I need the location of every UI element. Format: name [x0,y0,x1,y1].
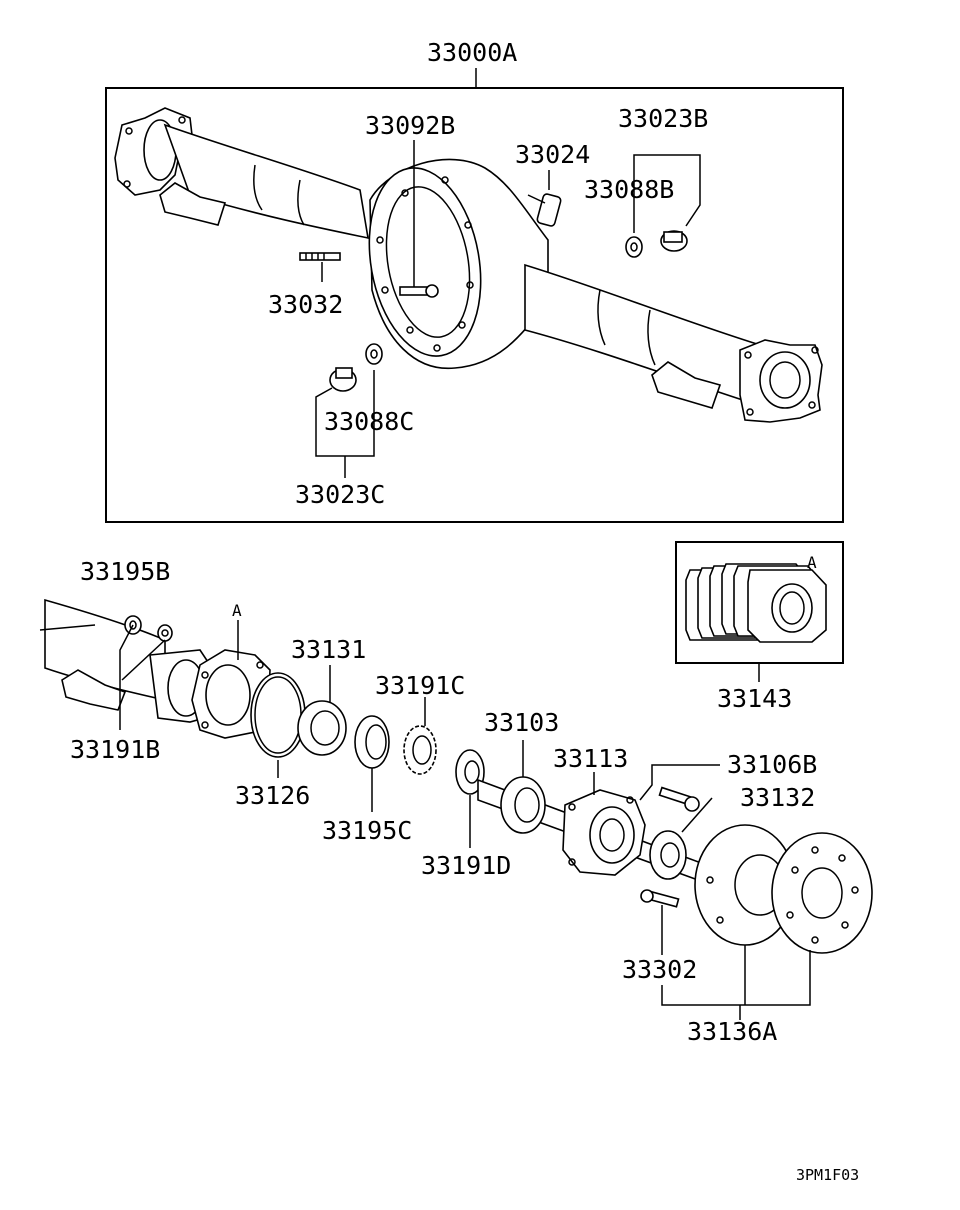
label-33126: 33126 [235,781,310,810]
label-33191D: 33191D [421,851,511,880]
washer-33191B [157,624,173,642]
drawing-code: 3PM1F03 [796,1166,859,1184]
label-33106B: 33106B [727,750,817,779]
axle-housing-assembly: 33000A 33092B 33024 33023B 33088B 33032 … [105,38,844,523]
ref-a-left: A [232,601,242,620]
label-33000A: 33000A [427,38,517,67]
label-33195C: 33195C [322,816,412,845]
label-33024: 33024 [515,140,590,169]
nut-33191D [455,749,485,795]
label-33143: 33143 [717,684,792,713]
label-33132: 33132 [740,783,815,812]
axle-shaft-exploded: 33195B A 33131 33191C 33103 33113 33106B… [39,557,873,1046]
right-axle-tube [524,263,761,407]
label-33191C: 33191C [375,671,465,700]
plug-33023C [329,367,357,392]
assembly-frame [105,87,844,523]
stud-bolt-33032 [299,252,341,261]
label-33103: 33103 [484,708,559,737]
ref-a-box: A [807,553,817,572]
differential-carrier [368,158,549,370]
label-33302: 33302 [622,955,697,984]
label-33092B: 33092B [365,111,455,140]
hub-bolt-33302 [640,889,680,908]
right-axle-flange [739,339,823,423]
label-33023C: 33023C [295,480,385,509]
label-33088C: 33088C [324,407,414,436]
breather-33024 [527,193,562,227]
plug-33023B [660,230,688,252]
o-ring-33126 [250,672,306,758]
bolt-33092B [399,284,439,298]
gasket-33088C [365,343,383,365]
label-33088B: 33088B [584,175,674,204]
label-33023B: 33023B [618,104,708,133]
bearing-33103 [500,776,546,834]
lock-washer-33191C [403,725,437,775]
shim-detail-box: A 33143 [675,541,844,713]
axle-hub-33136A [694,824,873,954]
bearing-retainer-33113 [562,789,646,876]
bearing-33195C [354,715,390,769]
label-33191B: 33191B [70,735,160,764]
label-33131: 33131 [291,635,366,664]
gasket-33088B [625,236,643,258]
left-spring-seat [159,182,227,226]
label-33195B: 33195B [80,557,170,586]
right-spring-seat [651,361,722,409]
left-axle-tube [163,123,369,240]
label-33136A: 33136A [687,1017,777,1046]
bolt-33106B [658,786,700,812]
label-33113: 33113 [553,744,628,773]
oil-seal-33131 [297,700,347,756]
seal-33132 [649,830,687,880]
label-33032: 33032 [268,290,343,319]
